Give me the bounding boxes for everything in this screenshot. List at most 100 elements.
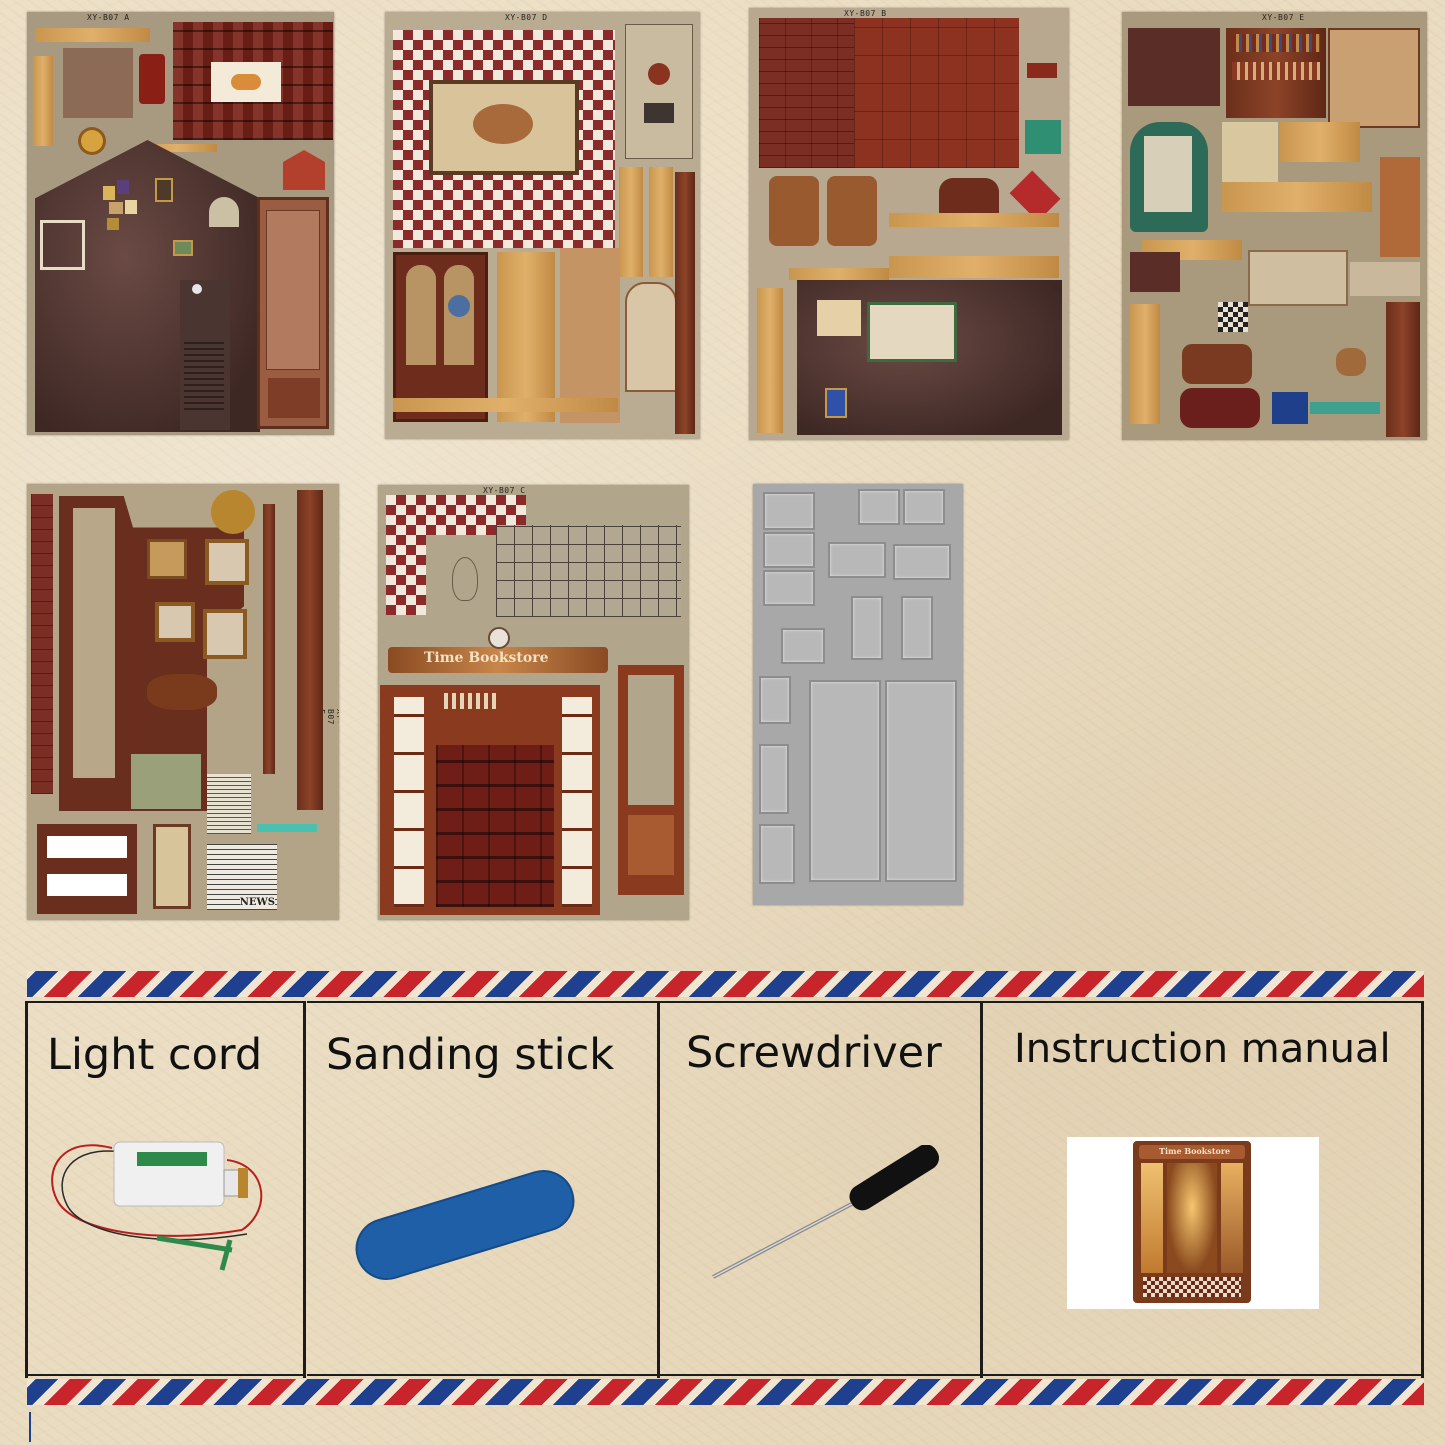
teal-strip <box>257 824 317 832</box>
grid-tiles <box>496 525 681 617</box>
bookstore-sign: Time Bookstore <box>388 647 608 673</box>
trim-strip <box>137 144 217 152</box>
screwdriver-label: Screwdriver <box>686 1028 942 1078</box>
acrylic-pane <box>763 570 815 606</box>
panel <box>1350 262 1420 296</box>
plank <box>889 213 1059 227</box>
post-piece <box>263 504 275 774</box>
shelf-piece <box>1280 122 1360 162</box>
small-red-piece <box>1027 63 1057 78</box>
clock-icon <box>488 627 510 649</box>
panel-divider <box>1421 1001 1424 1378</box>
curtain-piece <box>139 54 165 104</box>
tile-floor <box>854 18 1019 168</box>
shelf-frame <box>37 824 137 914</box>
column-piece <box>619 167 643 277</box>
sheet-code: XY-B07 E <box>1262 13 1305 22</box>
tall-post <box>675 172 695 434</box>
cat-window <box>211 62 281 102</box>
panel <box>1222 122 1278 184</box>
plank <box>789 268 889 280</box>
clock-frame <box>625 24 693 159</box>
picture-frame <box>155 602 195 642</box>
door-opening <box>180 280 230 430</box>
teal-piece <box>1310 402 1380 414</box>
kit-sheet-c: XY-B07 C Time Bookstore <box>378 485 689 920</box>
kit-sheet-e: XY-B07 E <box>1122 12 1427 440</box>
poster-piece <box>153 824 191 909</box>
panel-divider <box>980 1001 983 1378</box>
sheet-code: XY-B07 D <box>505 13 548 22</box>
rug-piece <box>429 80 579 175</box>
gramophone-horn <box>211 490 255 534</box>
sheet-code: XY-B07 A <box>87 13 130 22</box>
accessory-panel-sanding-stick <box>307 1001 657 1376</box>
instruction-manual-icon: Time Bookstore <box>1067 1137 1319 1309</box>
light-cord-icon <box>51 1141 263 1271</box>
acrylic-pane <box>781 628 825 664</box>
acrylic-pane <box>759 676 791 724</box>
sofa-piece <box>1182 344 1252 384</box>
acrylic-pane <box>759 744 789 814</box>
plank <box>889 256 1059 278</box>
sheet-code: XY-B07 C <box>483 486 526 495</box>
acrylic-pane <box>809 680 881 882</box>
picture-frame <box>147 539 187 579</box>
model-sign-text: Time Bookstore <box>1159 1146 1231 1156</box>
wood-plank <box>35 28 150 42</box>
airmail-stripe-top <box>27 971 1424 997</box>
kit-sheet-a: XY-B07 A <box>27 12 334 435</box>
kit-sheet-d: XY-B07 D <box>385 12 700 439</box>
mirror-piece <box>1336 348 1366 376</box>
inner-panel <box>73 508 115 778</box>
left-window <box>394 697 424 907</box>
screwdriver-icon <box>712 1145 939 1279</box>
sign-text: Time Bookstore <box>424 650 549 666</box>
acrylic-pane <box>763 532 815 568</box>
column-piece <box>649 167 673 277</box>
door-piece <box>618 665 684 895</box>
acrylic-pane <box>901 596 933 660</box>
instruction-manual-label: Instruction manual <box>1014 1026 1391 1072</box>
keyhole-piece <box>209 197 239 227</box>
cat-icon <box>231 74 261 90</box>
news-piece: NEWS <box>207 844 277 910</box>
mona-lisa-frame <box>155 178 173 202</box>
roof-trim <box>283 150 325 190</box>
brick-strip <box>31 494 53 794</box>
green-piece <box>1025 120 1061 154</box>
sanding-stick-icon <box>355 1170 575 1280</box>
accessory-panel-instruction-manual <box>983 1001 1424 1376</box>
photo-collage <box>103 180 143 235</box>
floor-panel <box>797 280 1062 435</box>
brick-wall <box>759 18 854 168</box>
back-wall <box>35 140 260 432</box>
acrylic-pane <box>763 492 815 530</box>
news-label: NEWS <box>239 897 275 908</box>
kit-sheet-f: XY-B07 F NEWS <box>27 484 339 920</box>
sofa-piece <box>1180 388 1260 428</box>
post-piece <box>1386 302 1420 437</box>
drawer-unit <box>1328 28 1420 128</box>
light-cord-label: Light cord <box>47 1030 263 1080</box>
base-plank <box>393 398 618 412</box>
right-window <box>562 697 592 907</box>
map-piece <box>131 754 201 809</box>
chessboard-piece <box>1218 302 1248 332</box>
storefront-frame <box>380 685 600 915</box>
airmail-stripe-bottom <box>27 1379 1424 1405</box>
accessory-panel-screwdriver <box>660 1001 980 1376</box>
newspaper-piece <box>207 774 251 834</box>
door-panel <box>257 197 329 429</box>
cabinet-piece <box>1380 157 1420 257</box>
sheet-code: XY-B07 B <box>844 9 887 18</box>
window-frame <box>40 220 85 270</box>
picture-frame <box>205 539 249 585</box>
display-cabinet <box>393 252 488 422</box>
panel-divider <box>657 1001 660 1378</box>
painting-piece <box>1272 392 1308 424</box>
armchair-piece <box>939 178 999 218</box>
sunflower-piece <box>81 130 103 152</box>
small-frame <box>173 240 193 256</box>
picture-frame <box>203 609 247 659</box>
